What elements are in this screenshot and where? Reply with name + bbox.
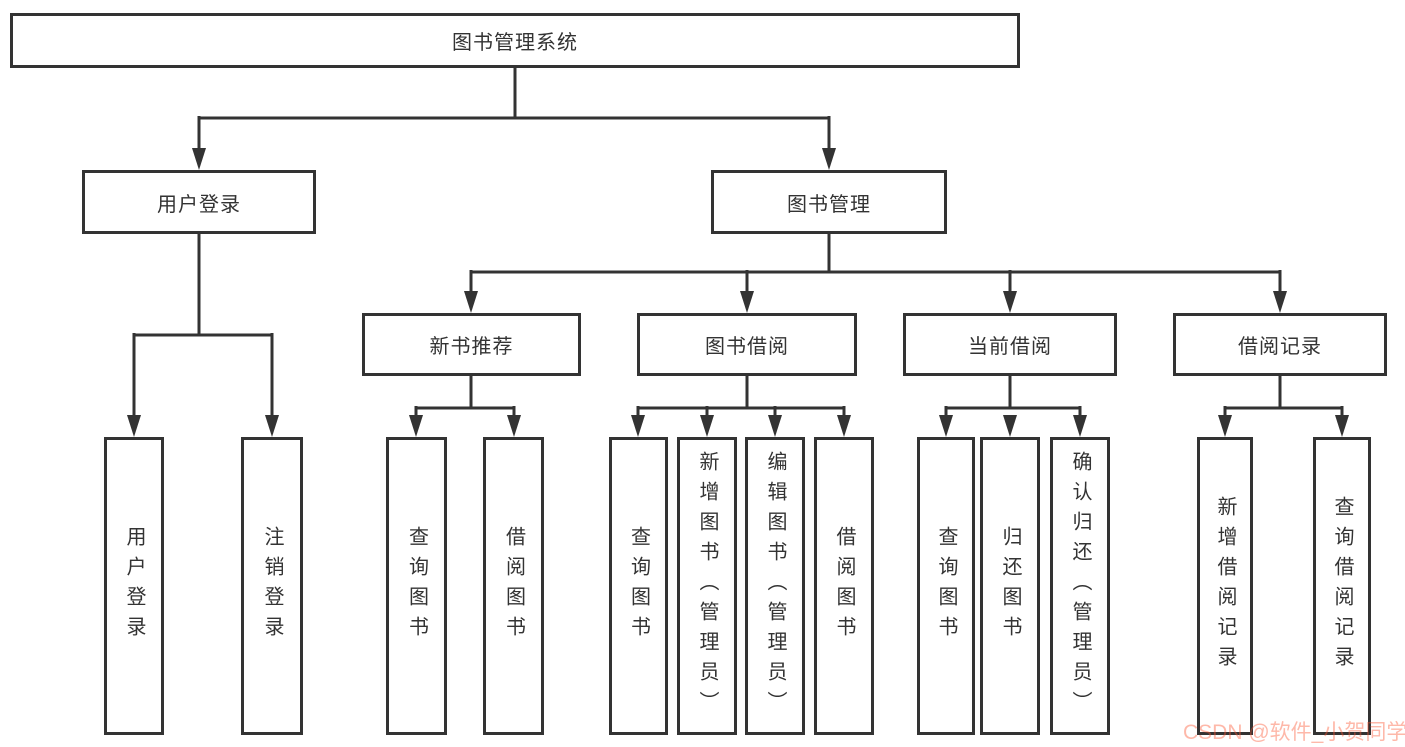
leaf-borrowing-edit-books-admin: 编辑图书（管理员）: [745, 437, 805, 735]
node-current-borrowing: 当前借阅: [903, 313, 1117, 376]
node-label: 借阅记录: [1238, 336, 1322, 358]
leaf-current-return-books: 归还图书: [980, 437, 1040, 735]
node-label: 归还图书: [999, 526, 1021, 646]
node-label: 图书管理系统: [452, 32, 578, 54]
node-user-login: 用户登录: [82, 170, 316, 234]
leaf-recommend-borrow-books: 借阅图书: [483, 437, 544, 735]
leaf-borrowing-query-books: 查询图书: [609, 437, 668, 735]
node-label: 查询图书: [935, 526, 957, 646]
node-label: 借阅图书: [502, 526, 525, 646]
node-book-borrowing: 图书借阅: [637, 313, 857, 376]
leaf-current-confirm-return-admin: 确认归还（管理员）: [1050, 437, 1110, 735]
node-label: 新增图书（管理员）: [696, 451, 718, 721]
node-label: 图书管理: [787, 193, 871, 216]
leaf-records-query-record: 查询借阅记录: [1313, 437, 1371, 735]
node-label: 确认归还（管理员）: [1069, 451, 1091, 721]
node-label: 注销登录: [261, 526, 283, 646]
watermark-text: CSDN @软件_小贺同学: [1183, 721, 1405, 744]
node-new-book-recommendation: 新书推荐: [362, 313, 581, 376]
node-label: 当前借阅: [968, 336, 1052, 358]
leaf-records-add-record: 新增借阅记录: [1197, 437, 1253, 735]
leaf-logout: 注销登录: [241, 437, 303, 735]
node-label: 查询图书: [405, 526, 428, 646]
leaf-user-login: 用户登录: [104, 437, 164, 735]
leaf-borrowing-borrow-books: 借阅图书: [814, 437, 874, 735]
node-label: 借阅图书: [833, 526, 855, 646]
node-label: 编辑图书（管理员）: [764, 451, 786, 721]
node-label: 查询图书: [627, 526, 650, 646]
node-book-management: 图书管理: [711, 170, 947, 234]
leaf-recommend-query-books: 查询图书: [386, 437, 447, 735]
node-label: 新书推荐: [429, 336, 514, 358]
node-root: 图书管理系统: [10, 13, 1020, 68]
leaf-current-query-books: 查询图书: [917, 437, 975, 735]
node-label: 用户登录: [157, 193, 241, 216]
node-label: 用户登录: [123, 526, 145, 646]
node-label: 图书借阅: [705, 336, 789, 358]
leaf-borrowing-add-books-admin: 新增图书（管理员）: [677, 437, 737, 735]
node-label: 新增借阅记录: [1214, 496, 1236, 676]
node-label: 查询借阅记录: [1331, 496, 1353, 676]
node-borrowing-records: 借阅记录: [1173, 313, 1387, 376]
